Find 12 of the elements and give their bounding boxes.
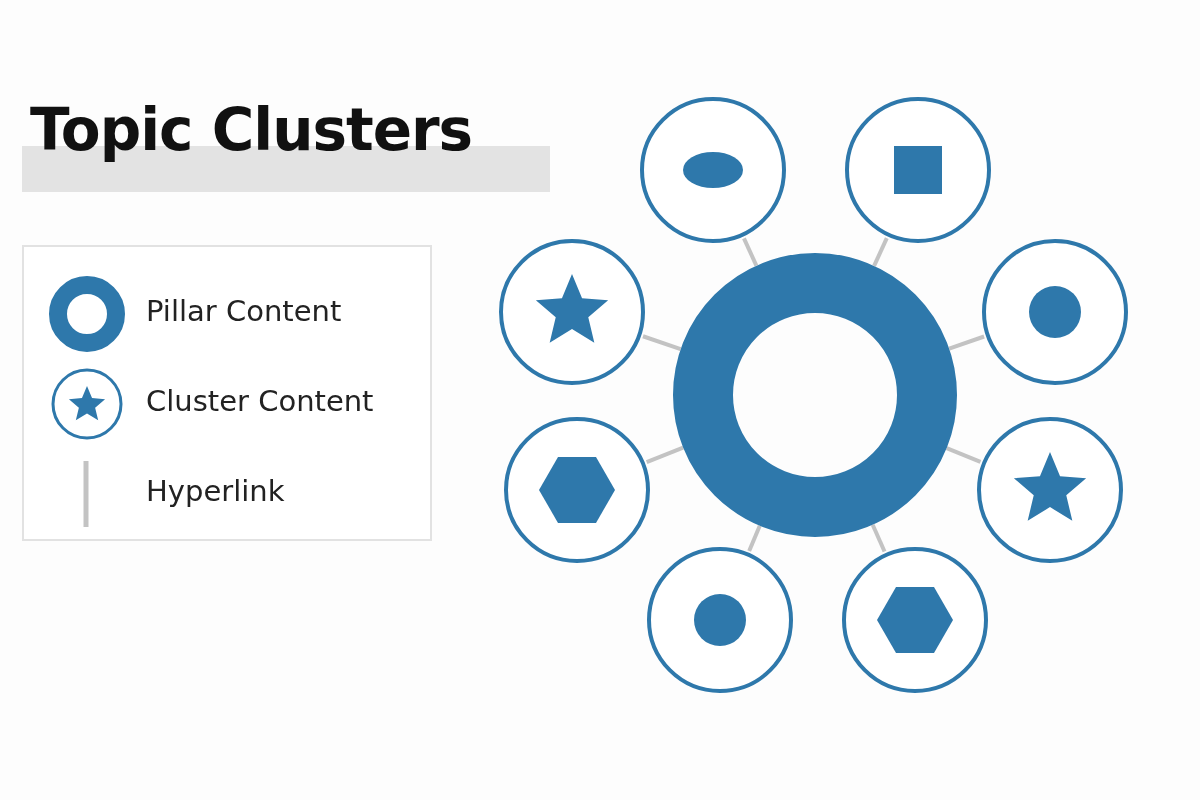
hyperlink-line — [645, 445, 684, 465]
hyperlink-line — [747, 525, 762, 552]
hyperlink-line — [872, 237, 889, 267]
hyperlink-line — [945, 446, 982, 464]
legend-label: Hyperlink — [146, 474, 285, 508]
hyperlink-line — [948, 334, 985, 351]
legend-label: Cluster Content — [146, 384, 374, 418]
hyperlink-line — [642, 334, 682, 351]
hyperlink-line — [742, 237, 759, 267]
legend-label: Pillar Content — [146, 294, 342, 328]
title: Topic Clusters — [30, 96, 473, 164]
hyperlink-line — [870, 523, 887, 553]
